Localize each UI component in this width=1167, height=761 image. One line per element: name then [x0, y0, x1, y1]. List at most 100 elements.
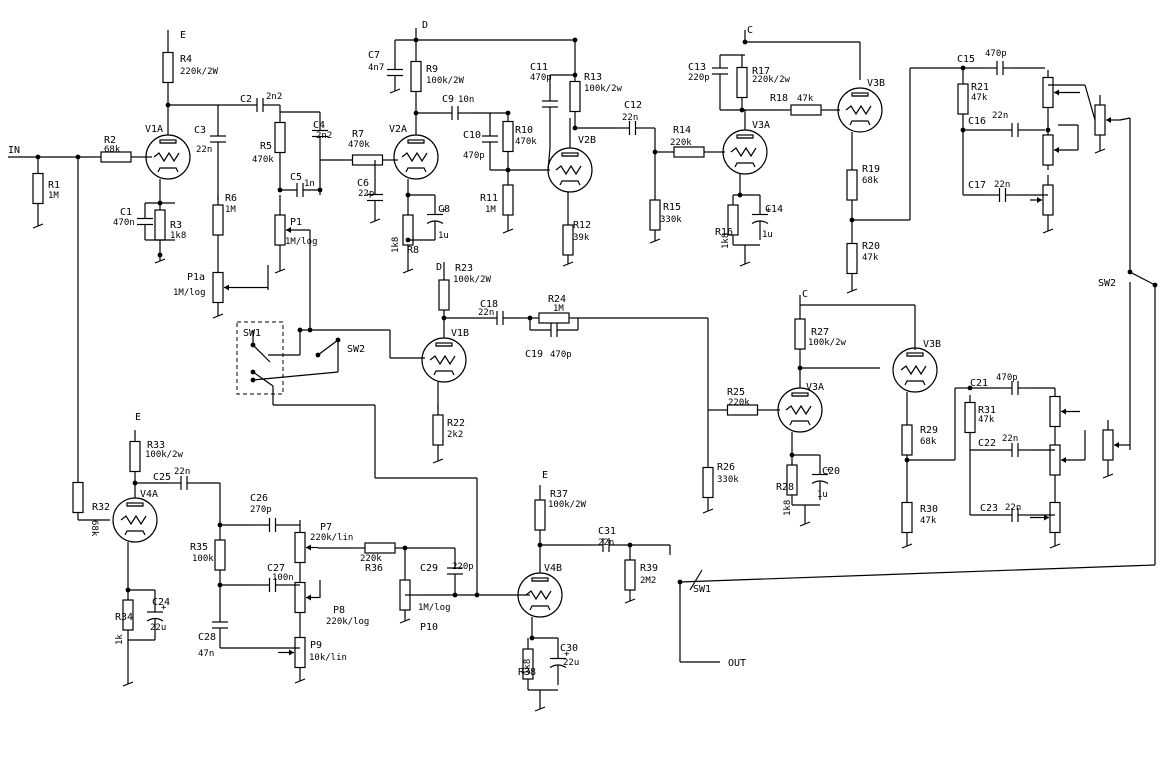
value-label: 330k [660, 215, 682, 225]
junction-dot [165, 102, 171, 108]
value-label: 220p [688, 73, 710, 83]
capacitor-plate [146, 617, 164, 622]
ref-label: C11 [530, 62, 548, 73]
ref-label: C15 [957, 54, 975, 65]
capacitor-plate [549, 664, 567, 669]
ref-label: R10 [515, 125, 533, 136]
wiper-arrow [1054, 147, 1059, 153]
triode-envelope [517, 572, 563, 618]
value-label: 220k [670, 138, 692, 148]
triode-plate [906, 352, 924, 357]
wiper-arrow [224, 284, 229, 291]
ground-symbol [369, 218, 381, 224]
ref-label: C [747, 25, 753, 36]
value-label: 1M/log [418, 603, 451, 613]
value-label: 100k/2W [548, 500, 587, 510]
wires [8, 28, 1158, 709]
value-label: 470p [463, 151, 485, 161]
value-label: 47k [862, 253, 879, 263]
ground-symbol [399, 618, 411, 624]
value-label: 470p [996, 373, 1018, 383]
triode-cathode [405, 167, 427, 173]
value-label: 1M/log [173, 288, 206, 298]
ground-symbol [649, 238, 661, 244]
ref-label: C9 [442, 94, 454, 105]
value-label: 22n [1002, 434, 1018, 444]
resistor [402, 214, 414, 246]
ref-label: C28 [198, 632, 216, 643]
value-label: 47k [978, 415, 995, 425]
value-label: 1u [762, 230, 773, 240]
triode-plate [851, 92, 869, 97]
triode-plate [159, 139, 177, 144]
triode-envelope [837, 87, 883, 133]
ref-label: R26 [717, 462, 735, 473]
ref-label: P7 [320, 522, 332, 533]
value-label: 100n [272, 573, 294, 583]
ground-symbol [901, 543, 913, 549]
wiper-arrow [286, 227, 291, 233]
ref-label: R23 [455, 263, 473, 274]
ref-label: R33 [147, 440, 165, 451]
ref-label: R17 [752, 66, 770, 77]
triode-grid [785, 404, 812, 416]
value-label: 220k/log [326, 617, 369, 627]
triode-plate [407, 139, 425, 144]
potentiometer [294, 581, 306, 614]
value-label: 1M [485, 205, 496, 215]
value-label: 470k [515, 137, 537, 147]
ref-label: R14 [673, 125, 691, 136]
triode-envelope [393, 134, 439, 180]
triode-cathode [124, 530, 146, 536]
resistor [32, 172, 44, 205]
resistor [901, 424, 913, 456]
junction-dot [413, 110, 419, 116]
triode-envelope [145, 134, 191, 180]
triode-plate [531, 577, 549, 582]
ref-label: C31 [598, 526, 616, 537]
wire [1084, 84, 1096, 121]
value-label: 220k/lin [310, 533, 353, 543]
value-label: 10n [458, 95, 474, 105]
potentiometer [274, 214, 286, 246]
value-label: 47n [198, 649, 214, 659]
resistor [736, 66, 748, 99]
ref-label: R21 [971, 82, 989, 93]
wiper-arrow [1037, 197, 1042, 203]
ref-label: C1 [120, 207, 132, 218]
junction-dot [315, 352, 321, 358]
ref-label: E [180, 30, 186, 41]
ref-label: IN [8, 145, 20, 156]
value-label: 1k [115, 634, 125, 645]
junction-dot [250, 377, 256, 383]
plus-sign: + [766, 206, 772, 216]
ref-label: C4 [313, 120, 325, 131]
wiper-arrow [1106, 117, 1111, 123]
ref-label: E [542, 470, 548, 481]
triode-grid [429, 354, 456, 366]
ground-symbol [739, 261, 751, 267]
ground-symbol [212, 313, 224, 319]
resistor [846, 242, 858, 275]
triode-grid [900, 364, 927, 376]
ref-label: C6 [357, 178, 369, 189]
ref-label: D [422, 20, 428, 31]
wiper-arrow [1061, 408, 1066, 415]
ref-label: R7 [352, 129, 364, 140]
ref-label: V2A [389, 124, 407, 135]
value-label: 330k [717, 475, 739, 485]
ref-label: R11 [480, 193, 498, 204]
resistor [569, 80, 581, 113]
ref-label: E [135, 412, 141, 423]
ref-label: R24 [548, 294, 566, 305]
junction-dot [335, 337, 341, 343]
resistor [154, 209, 166, 241]
value-label: 22n [992, 111, 1008, 121]
resistor [649, 199, 661, 231]
junction-dot [317, 187, 323, 193]
ground-symbol [1042, 228, 1054, 234]
ref-label: C13 [688, 62, 706, 73]
value-label: 2k2 [447, 430, 463, 440]
ref-label: V4A [140, 489, 158, 500]
